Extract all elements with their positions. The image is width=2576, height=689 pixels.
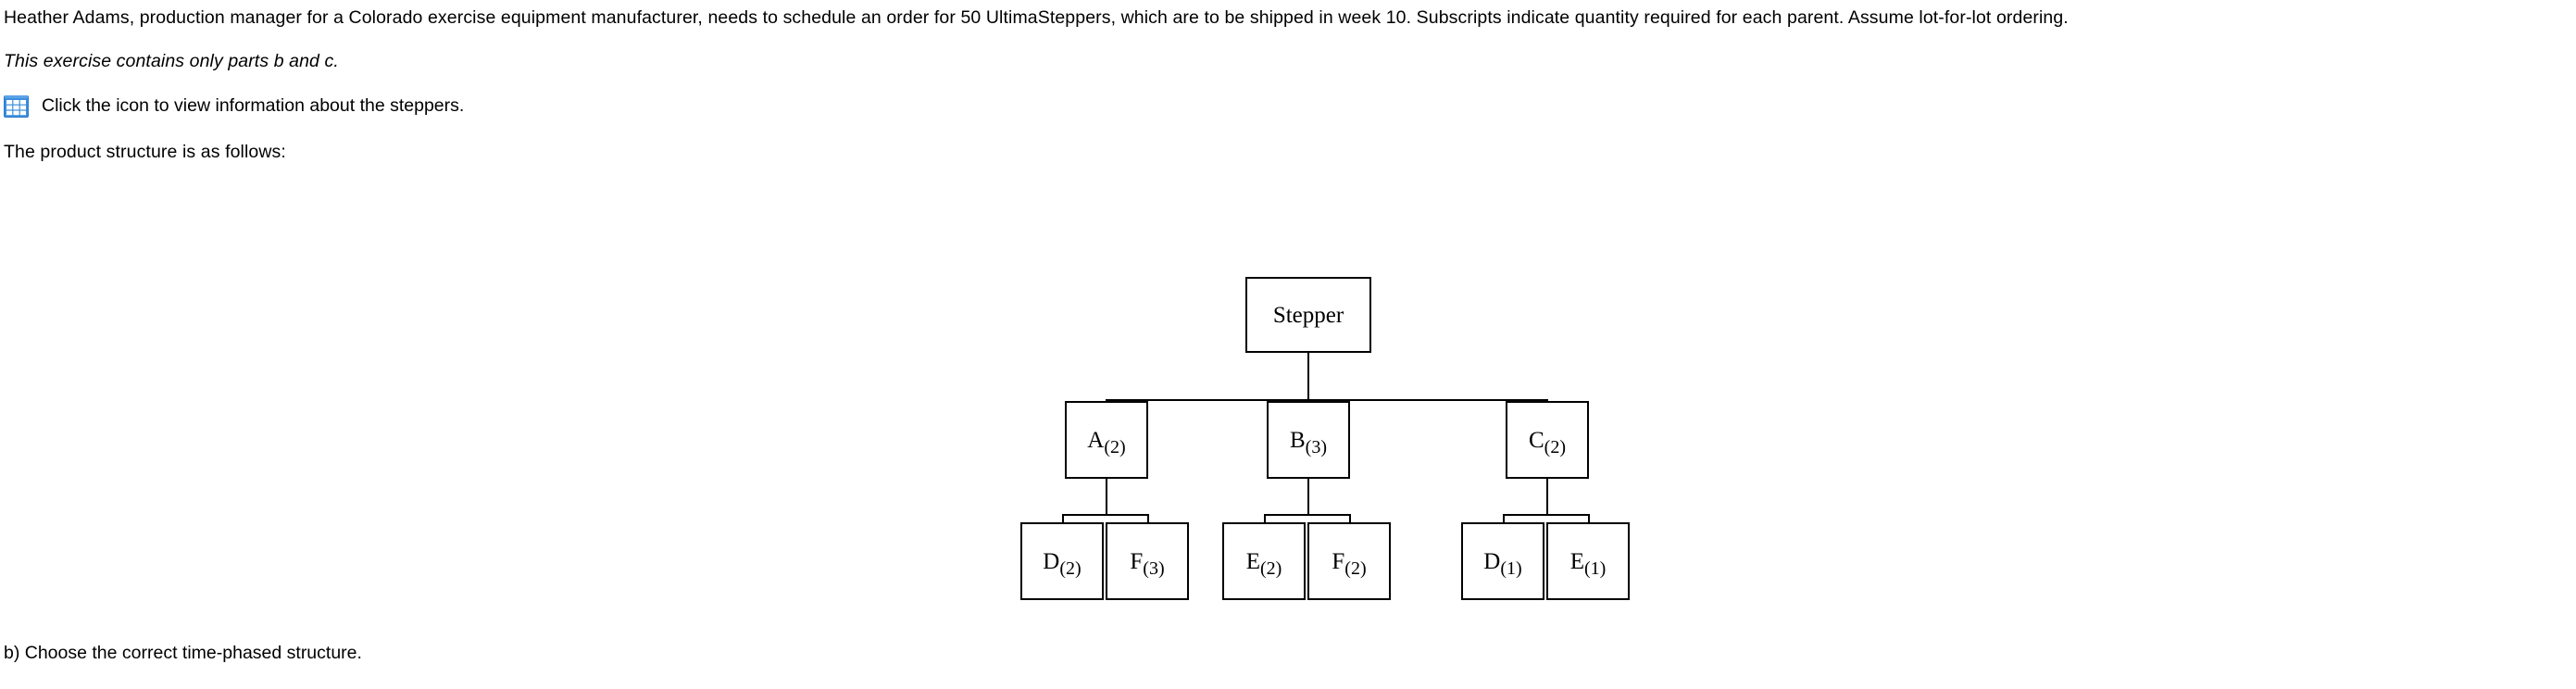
tree-node-c-e: E(1) (1546, 522, 1630, 600)
edge-b-bus (1264, 514, 1351, 516)
edge-level2-bus (1106, 399, 1548, 401)
product-structure-diagram: Stepper A(2) B(3) C(2) D(2) F(3) E(2) (1000, 269, 1685, 620)
tree-node-b-label: B(3) (1289, 427, 1327, 457)
tree-node-stepper: Stepper (1245, 277, 1371, 353)
tree-node-c-e-label: E(1) (1569, 548, 1607, 579)
edge-a-stem (1106, 479, 1107, 516)
tree-node-b-e: E(2) (1222, 522, 1306, 600)
tree-node-c: C(2) (1506, 401, 1589, 479)
tree-node-a-f-label: F(3) (1130, 548, 1165, 579)
question-b-text: b) Choose the correct time-phased struct… (4, 643, 362, 663)
edge-c-stem (1546, 479, 1548, 516)
tree-node-a-f: F(3) (1106, 522, 1189, 600)
table-icon[interactable] (4, 94, 29, 118)
edge-b-stem (1307, 479, 1309, 516)
tree-node-c-d: D(1) (1461, 522, 1544, 600)
tree-node-stepper-label: Stepper (1272, 302, 1344, 328)
problem-statement-block: Heather Adams, production manager for a … (4, 0, 2574, 165)
icon-instruction-label: Click the icon to view information about… (42, 95, 465, 116)
tree-node-b: B(3) (1267, 401, 1350, 479)
tree-node-a-d-label: D(2) (1043, 548, 1082, 579)
tree-node-a-label: A(2) (1087, 427, 1126, 457)
edge-c-bus (1503, 514, 1590, 516)
icon-instruction-row: Click the icon to view information about… (4, 74, 2574, 118)
tree-node-b-e-label: E(2) (1245, 548, 1282, 579)
tree-node-b-f: F(2) (1307, 522, 1391, 600)
tree-node-b-f-label: F(2) (1332, 548, 1367, 579)
edge-a-bus (1062, 514, 1149, 516)
tree-node-c-label: C(2) (1528, 427, 1566, 457)
exercise-scope-note: This exercise contains only parts b and … (4, 51, 339, 71)
product-structure-lead-text: The product structure is as follows: (4, 142, 286, 162)
tree-node-a-d: D(2) (1020, 522, 1104, 600)
tree-node-c-d-label: D(1) (1483, 548, 1522, 579)
problem-intro-text: Heather Adams, production manager for a … (4, 7, 2069, 28)
tree-node-a: A(2) (1065, 401, 1148, 479)
edge-root-stem (1307, 353, 1309, 401)
